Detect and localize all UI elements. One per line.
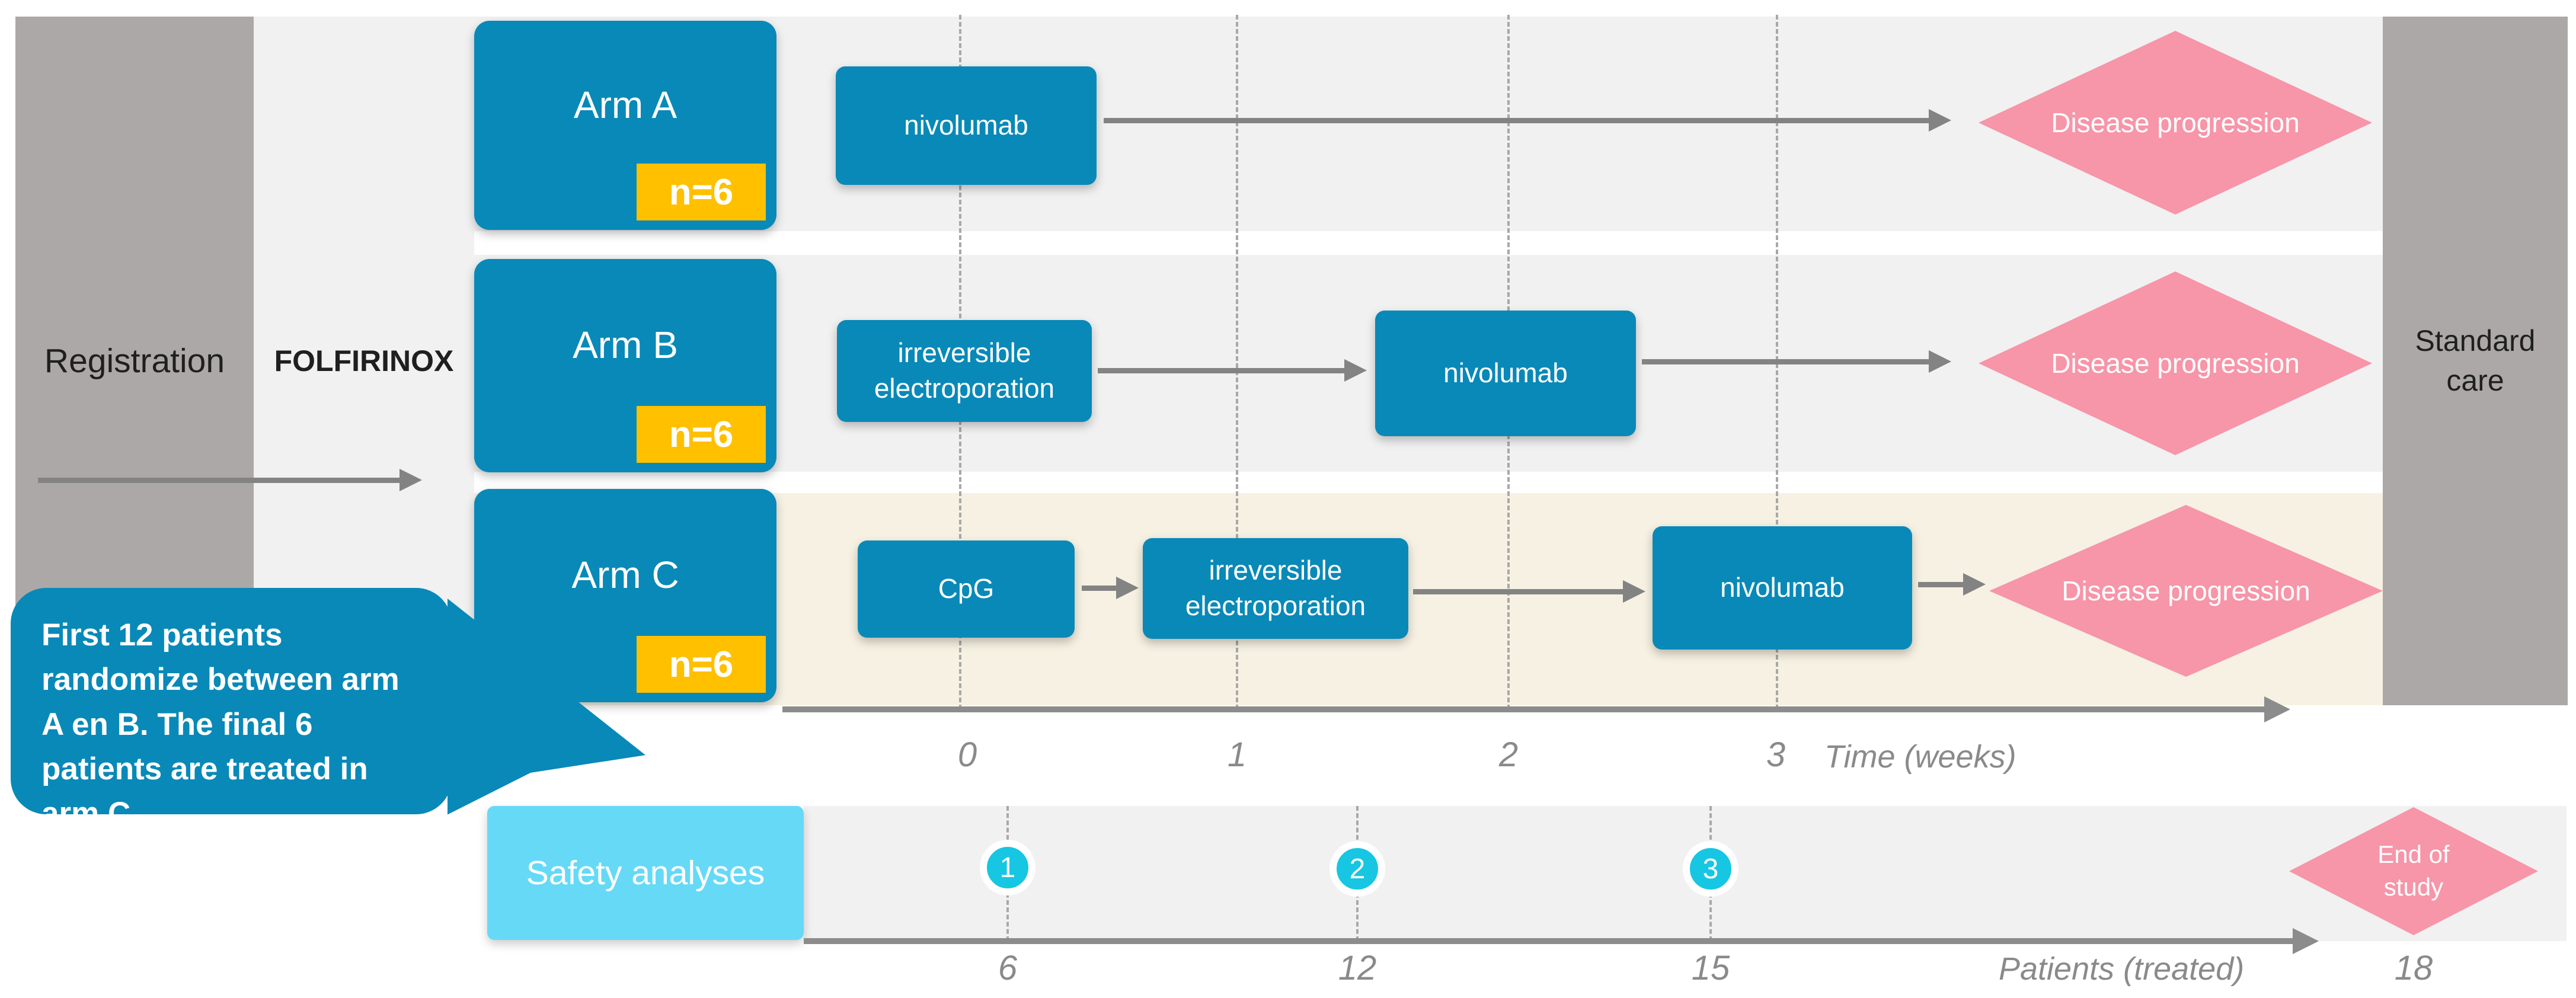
- safety-analyses-box: Safety analyses: [487, 806, 804, 940]
- folfirinox-label: FOLFIRINOX: [274, 344, 454, 378]
- arm-b-flow-arrow-1: [1098, 359, 1367, 382]
- arm-c-nivolumab-box: nivolumab: [1653, 526, 1912, 650]
- arm-b-electroporation-box: irreversible electroporation: [837, 320, 1092, 422]
- note-bubble: First 12 patients randomize between arm …: [11, 588, 452, 831]
- safety-analyses-label: Safety analyses: [526, 854, 765, 892]
- patients-axis: [804, 928, 2319, 954]
- arm-c-treatment-3-label: nivolumab: [1720, 572, 1845, 603]
- safety-marker-1: 1: [980, 840, 1035, 895]
- arm-c-flow-arrow-3: [1918, 573, 1986, 596]
- arm-b-treatment-2-label: nivolumab: [1443, 357, 1568, 389]
- arm-b-label: Arm B: [573, 324, 678, 366]
- registration-flow-arrow: [38, 469, 422, 491]
- arm-c-n-badge: n=6: [637, 636, 766, 693]
- arm-c-treatment-2-label: irreversible electroporation: [1185, 555, 1366, 621]
- time-tick-3: 3: [1766, 735, 1786, 774]
- arm-b-n-badge: n=6: [637, 406, 766, 463]
- arm-c-treatment-1-label: CpG: [938, 573, 995, 604]
- week-1-dashed-line: [1236, 15, 1238, 709]
- standard-care-label: Standard care: [2415, 324, 2536, 398]
- arm-b-box: Arm B n=6: [474, 259, 776, 472]
- arm-a-n-badge: n=6: [637, 164, 766, 220]
- arm-c-cpg-box: CpG: [858, 540, 1075, 638]
- arm-c-flow-arrow-1: [1082, 577, 1139, 599]
- patients-tick-15: 15: [1691, 949, 1730, 987]
- arm-a-box: Arm A n=6: [474, 21, 776, 230]
- arm-b-flow-arrow-2: [1642, 350, 1951, 373]
- arm-b-outcome-label: Disease progression: [2051, 347, 2300, 379]
- registration-label: Registration: [44, 342, 225, 380]
- arm-b-treatment-1-label: irreversible electroporation: [874, 337, 1055, 404]
- time-tick-0: 0: [957, 735, 977, 774]
- arm-a-flow-arrow: [1104, 109, 1951, 132]
- patients-tick-6: 6: [998, 949, 1018, 987]
- patients-axis-label: Patients (treated): [1999, 951, 2245, 987]
- arm-c-flow-arrow-2: [1413, 580, 1645, 603]
- arm-a-nivolumab-box: nivolumab: [836, 66, 1097, 185]
- note-bubble-text: First 12 patients randomize between arm …: [41, 618, 399, 831]
- time-axis-label: Time (weeks): [1824, 739, 2016, 775]
- arm-a-label: Arm A: [573, 83, 677, 126]
- time-tick-2: 2: [1498, 735, 1519, 774]
- safety-marker-2: 2: [1329, 841, 1385, 897]
- time-axis: [782, 696, 2290, 722]
- arm-b-nivolumab-box: nivolumab: [1375, 311, 1636, 436]
- time-tick-1: 1: [1227, 735, 1247, 774]
- patients-tick-12: 12: [1338, 949, 1377, 987]
- arm-a-outcome-label: Disease progression: [2051, 107, 2300, 138]
- arm-c-outcome-label: Disease progression: [2062, 575, 2310, 606]
- safety-marker-3: 3: [1683, 841, 1738, 897]
- arm-c-electroporation-box: irreversible electroporation: [1143, 538, 1408, 639]
- end-of-study-label: End of study: [2377, 840, 2450, 901]
- standard-care-box: Standard care: [2383, 17, 2568, 705]
- arm-c-label: Arm C: [571, 554, 679, 596]
- arm-a-treatment-1-label: nivolumab: [904, 110, 1028, 141]
- patients-tick-18: 18: [2394, 949, 2433, 987]
